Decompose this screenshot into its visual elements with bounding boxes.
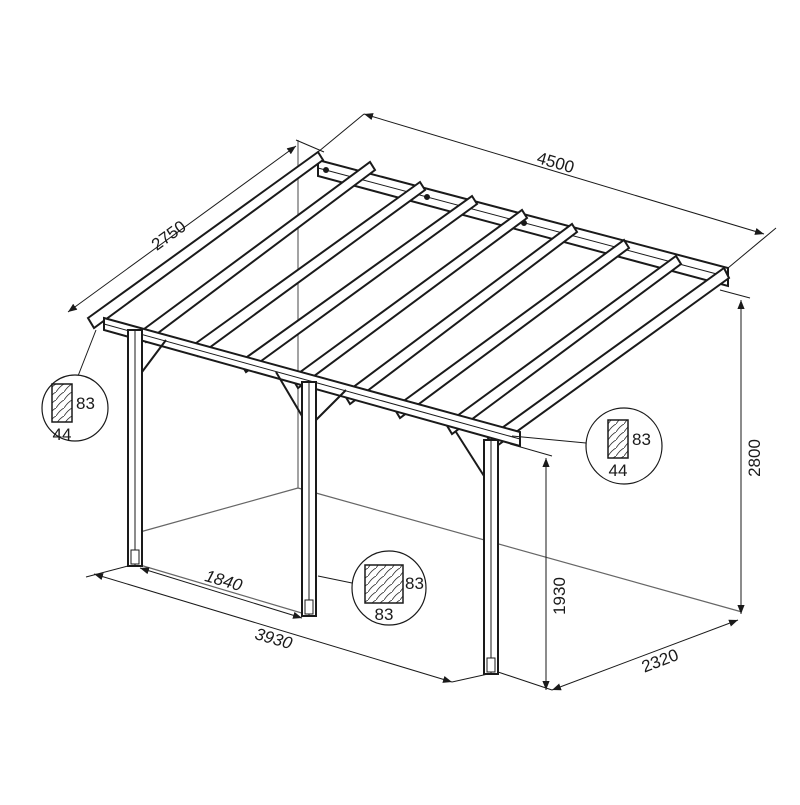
section-height-label: 83 xyxy=(76,394,95,413)
section-width-label: 44 xyxy=(53,425,72,444)
section-height-label: 83 xyxy=(632,430,651,449)
section-width-label: 44 xyxy=(609,461,628,480)
wood-grain-icon xyxy=(607,419,629,459)
dim-label-2800: 2800 xyxy=(745,439,764,477)
dim-label-1840: 1840 xyxy=(203,566,245,595)
section-callout-post: 83 83 xyxy=(317,550,427,626)
dimension-post-span: 3930 xyxy=(85,565,489,683)
dim-label-2320: 2320 xyxy=(639,645,681,676)
dim-label-3930: 3930 xyxy=(253,624,295,653)
dimension-post-spacing: 1840 xyxy=(139,566,303,619)
dimension-front-post-height: 1930 xyxy=(497,443,569,691)
wood-grain-icon xyxy=(51,383,73,423)
section-callout-rafter: 83 44 xyxy=(41,329,109,444)
dimension-depth: 2320 xyxy=(551,619,739,691)
dim-label-4500: 4500 xyxy=(535,148,577,177)
knee-braces xyxy=(141,339,485,477)
section-width-label: 83 xyxy=(375,605,394,624)
section-callout-beam: 83 44 xyxy=(511,407,663,485)
dimension-overall-height: 2800 xyxy=(719,289,764,614)
dim-label-1930: 1930 xyxy=(550,577,569,615)
section-height-label: 83 xyxy=(405,574,424,593)
wood-grain-icon xyxy=(364,564,404,604)
